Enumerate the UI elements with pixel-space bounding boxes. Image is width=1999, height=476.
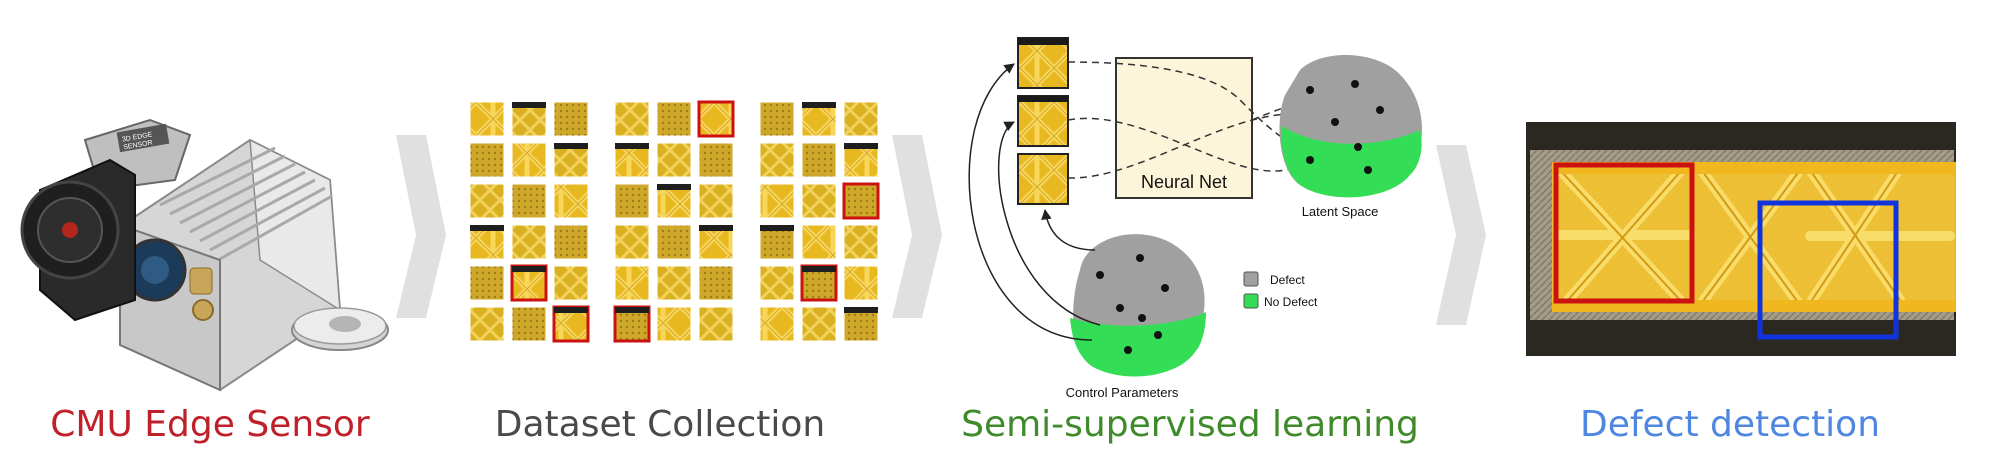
dataset-thumbnail bbox=[469, 183, 505, 219]
dataset-image-grid bbox=[469, 100, 880, 343]
thumbnail-shadow-strip bbox=[470, 225, 504, 231]
dataset-thumbnail bbox=[801, 224, 837, 260]
control-parameters-blob bbox=[1070, 234, 1206, 377]
dataset-thumbnail bbox=[511, 142, 547, 178]
dashed-path-4 bbox=[1251, 79, 1361, 121]
dataset-thumbnail bbox=[511, 183, 547, 219]
thumbnail-shadow-strip bbox=[512, 102, 546, 108]
input-sample-3 bbox=[1017, 153, 1069, 205]
dataset-thumbnail bbox=[614, 101, 650, 137]
legend-defect-label: Defect bbox=[1270, 273, 1305, 287]
thumbnail-shadow-strip bbox=[844, 143, 878, 149]
dataset-thumbnail bbox=[469, 101, 505, 137]
defect-box-red bbox=[1553, 162, 1695, 304]
dataset-thumbnail bbox=[553, 183, 589, 219]
neural-net-box bbox=[1115, 57, 1253, 199]
thumbnail-shadow-strip bbox=[760, 225, 794, 231]
dataset-thumbnail bbox=[843, 265, 879, 301]
dataset-thumbnail bbox=[759, 142, 795, 178]
control-parameters-label: Control Parameters bbox=[1066, 385, 1179, 400]
thumbnail-shadow-strip bbox=[512, 266, 546, 272]
dataset-thumbnail bbox=[656, 306, 692, 342]
dataset-thumbnail bbox=[759, 183, 795, 219]
dataset-thumbnail bbox=[511, 224, 547, 260]
control-arrow-2 bbox=[997, 121, 1101, 326]
dataset-thumbnail bbox=[759, 265, 795, 301]
dataset-thumbnail bbox=[614, 224, 650, 260]
legend: Defect No Defect bbox=[1243, 271, 1318, 309]
dataset-thumbnail bbox=[553, 101, 589, 137]
dataset-thumbnail bbox=[511, 306, 547, 342]
thumbnail-shadow-strip bbox=[615, 307, 649, 313]
dashed-path-3 bbox=[1067, 113, 1356, 179]
flow-arrow-2 bbox=[892, 135, 942, 318]
control-arrow-3 bbox=[1041, 208, 1096, 251]
defect-detection-photo bbox=[1526, 122, 1956, 356]
legend-no-defect-swatch bbox=[1243, 293, 1259, 309]
dataset-thumbnail bbox=[801, 142, 837, 178]
dashed-path-2 bbox=[1067, 117, 1306, 172]
coin-icon bbox=[291, 307, 389, 351]
thumbnail-shadow-strip bbox=[844, 307, 878, 313]
dataset-thumbnail bbox=[656, 142, 692, 178]
flow-arrow-3 bbox=[1436, 145, 1486, 325]
dataset-thumbnail bbox=[801, 306, 837, 342]
caption-semi-supervised-learning: Semi-supervised learning bbox=[961, 404, 1419, 445]
thumbnail-shadow-strip bbox=[657, 184, 691, 190]
dataset-thumbnail bbox=[553, 265, 589, 301]
dataset-thumbnail bbox=[843, 101, 879, 137]
dataset-thumbnail bbox=[698, 142, 734, 178]
dataset-thumbnail bbox=[698, 306, 734, 342]
dataset-thumbnail-flagged bbox=[697, 100, 735, 138]
thumbnail-shadow-strip bbox=[802, 102, 836, 108]
dataset-thumbnail bbox=[843, 224, 879, 260]
dataset-thumbnail bbox=[698, 183, 734, 219]
dataset-thumbnail bbox=[614, 183, 650, 219]
defect-box-blue bbox=[1757, 200, 1899, 340]
semi-supervised-diagram: Neural Net Latent Space bbox=[968, 37, 1422, 400]
input-sample-2 bbox=[1017, 95, 1069, 147]
dataset-thumbnail bbox=[698, 265, 734, 301]
thumbnail-shadow-strip bbox=[802, 266, 836, 272]
thumbnail-shadow-strip bbox=[554, 143, 588, 149]
dataset-thumbnail-flagged bbox=[842, 182, 880, 220]
input-sample-1 bbox=[1017, 37, 1069, 89]
dataset-thumbnail bbox=[759, 306, 795, 342]
dataset-thumbnail bbox=[759, 101, 795, 137]
caption-dataset-collection: Dataset Collection bbox=[494, 404, 826, 445]
dataset-thumbnail bbox=[469, 142, 505, 178]
latent-space-blob bbox=[1279, 55, 1422, 198]
thumbnail-shadow-strip bbox=[554, 307, 588, 313]
flow-arrow-1 bbox=[396, 135, 446, 318]
dataset-thumbnail bbox=[656, 265, 692, 301]
dataset-thumbnail bbox=[469, 265, 505, 301]
dataset-thumbnail bbox=[656, 224, 692, 260]
legend-defect-swatch bbox=[1243, 271, 1259, 287]
caption-defect-detection: Defect detection bbox=[1579, 404, 1881, 445]
control-arrow-1 bbox=[968, 63, 1093, 341]
dataset-thumbnail bbox=[614, 265, 650, 301]
thumbnail-shadow-strip bbox=[615, 143, 649, 149]
legend-no-defect-label: No Defect bbox=[1264, 295, 1318, 309]
neural-net-label: Neural Net bbox=[1141, 172, 1227, 192]
dataset-thumbnail bbox=[656, 101, 692, 137]
edge-sensor-illustration: 3D EDGE SENSOR bbox=[20, 118, 389, 392]
thumbnail-shadow-strip bbox=[699, 225, 733, 231]
camera-barrel bbox=[20, 158, 136, 322]
dataset-thumbnail bbox=[553, 224, 589, 260]
caption-cmu-edge-sensor: CMU Edge Sensor bbox=[50, 404, 370, 445]
dataset-thumbnail bbox=[801, 183, 837, 219]
latent-space-label: Latent Space bbox=[1302, 204, 1379, 219]
dataset-thumbnail bbox=[469, 306, 505, 342]
